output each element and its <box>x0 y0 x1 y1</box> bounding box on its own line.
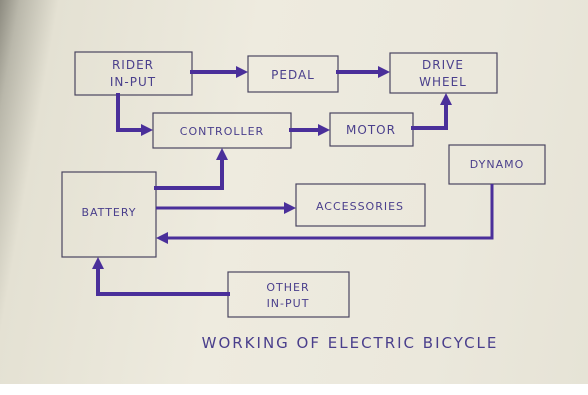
drive-wheel-label-line2: WHEEL <box>419 75 467 89</box>
rider-input-label-line2: IN-PUT <box>110 75 156 89</box>
controller-label: CONTROLLER <box>180 125 264 138</box>
dynamo-box <box>448 144 546 185</box>
other-input-label-line2: IN-PUT <box>267 297 310 310</box>
battery-box <box>61 171 157 258</box>
accessories-label: ACCESSORIES <box>316 200 404 213</box>
other-input-label-line1: OTHER <box>266 281 309 294</box>
pedal-label: PEDAL <box>271 68 315 82</box>
arrowhead-pedal <box>236 66 248 78</box>
arrowhead-wheel <box>378 66 390 78</box>
arrowhead-battery-from-dynamo <box>156 232 168 244</box>
arrowhead-wheel-from-motor <box>440 93 452 105</box>
other-input-box <box>227 271 350 318</box>
diagram-title: WORKING OF ELECTRIC BICYCLE <box>202 334 499 352</box>
accessories-box <box>295 183 426 227</box>
arrow-battery-to-controller <box>154 156 224 190</box>
arrowhead-accessories <box>284 202 296 214</box>
arrowhead-motor <box>318 124 330 136</box>
photo-bottom-border <box>0 384 588 395</box>
dynamo-label: DYNAMO <box>470 158 525 171</box>
motor-label: MOTOR <box>346 123 396 137</box>
rider-input-label-line1: RIDER <box>112 58 154 72</box>
drive-wheel-box <box>389 52 498 94</box>
arrowhead-controller <box>141 124 153 136</box>
arrow-motor-to-wheel <box>411 101 448 130</box>
drive-wheel-label-line1: DRIVE <box>422 58 464 72</box>
arrowhead-controller-from-battery <box>216 148 228 160</box>
arrow-other-to-battery <box>96 265 230 296</box>
arrow-dynamo-to-battery <box>166 184 494 240</box>
arrowhead-battery-from-other <box>92 257 104 269</box>
battery-label: BATTERY <box>81 206 136 219</box>
arrow-rider-to-controller <box>116 93 145 132</box>
